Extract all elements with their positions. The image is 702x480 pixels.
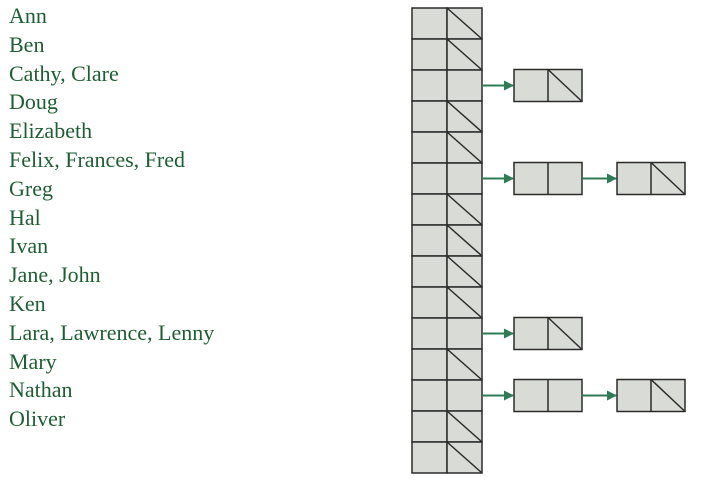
bucket-key-cell	[411, 286, 448, 319]
bucket-key-cell	[411, 441, 448, 474]
chain-node	[513, 316, 583, 351]
chain-nodes	[482, 68, 686, 413]
name-label: Nathan	[9, 377, 73, 403]
bucket-row	[411, 379, 483, 412]
null-pointer-slash	[446, 7, 483, 40]
null-pointer-slash	[446, 131, 483, 164]
bucket-row	[411, 224, 483, 257]
bucket-array	[411, 7, 483, 474]
null-pointer-slash	[650, 161, 686, 196]
bucket-chain	[482, 68, 583, 103]
bucket-key-cell	[411, 162, 448, 195]
bucket-row	[411, 7, 483, 40]
null-pointer-slash	[446, 100, 483, 133]
bucket-key-cell	[411, 38, 448, 71]
bucket-row	[411, 441, 483, 474]
bucket-row	[411, 131, 483, 164]
bucket-key-cell	[411, 193, 448, 226]
null-pointer-slash	[446, 410, 483, 443]
chain-node	[513, 68, 583, 103]
bucket-chain	[482, 161, 686, 196]
bucket-row	[411, 162, 483, 195]
null-pointer-slash	[446, 348, 483, 381]
name-label: Hal	[9, 204, 41, 230]
bucket-row	[411, 286, 483, 319]
null-pointer-slash	[547, 316, 583, 351]
bucket-key-cell	[411, 410, 448, 443]
name-label: Lara, Lawrence, Lenny	[9, 319, 215, 345]
null-pointer-slash	[446, 224, 483, 257]
bucket-pointer-cell	[446, 162, 483, 195]
chain-node	[616, 161, 686, 196]
bucket-key-cell	[411, 255, 448, 288]
name-label: Ann	[9, 3, 47, 28]
bucket-key-cell	[411, 131, 448, 164]
bucket-row	[411, 410, 483, 443]
name-label: Ken	[9, 290, 46, 316]
bucket-chain	[482, 316, 583, 351]
null-pointer-slash	[547, 68, 583, 103]
name-label: Jane, John	[9, 262, 101, 288]
bucket-chain	[482, 378, 686, 413]
name-label: Oliver	[9, 406, 66, 432]
null-pointer-slash	[446, 193, 483, 226]
bucket-key-cell	[411, 100, 448, 133]
name-list: Ann Ben Cathy, Clare Doug Elizabeth Feli…	[9, 2, 214, 434]
bucket-row	[411, 255, 483, 288]
bucket-row	[411, 317, 483, 350]
bucket-key-cell	[411, 224, 448, 257]
chain-node	[513, 378, 583, 413]
name-label: Greg	[9, 175, 53, 201]
bucket-key-cell	[411, 69, 448, 102]
name-label: Elizabeth	[9, 118, 93, 144]
chain-node	[513, 161, 583, 196]
name-label: Felix, Frances, Fred	[9, 146, 185, 172]
null-pointer-slash	[446, 255, 483, 288]
name-label: Cathy, Clare	[9, 60, 119, 86]
chain-node	[616, 378, 686, 413]
null-pointer-slash	[446, 441, 483, 474]
null-pointer-slash	[446, 286, 483, 319]
bucket-pointer-cell	[446, 317, 483, 350]
bucket-key-cell	[411, 348, 448, 381]
bucket-pointer-cell	[446, 379, 483, 412]
name-label: Mary	[9, 348, 57, 374]
bucket-row	[411, 38, 483, 71]
bucket-row	[411, 193, 483, 226]
bucket-key-cell	[411, 7, 448, 40]
bucket-row	[411, 348, 483, 381]
bucket-key-cell	[411, 379, 448, 412]
null-pointer-slash	[650, 378, 686, 413]
name-label: Ben	[9, 31, 45, 57]
bucket-row	[411, 100, 483, 133]
name-label: Ivan	[9, 233, 49, 259]
bucket-pointer-cell	[446, 69, 483, 102]
bucket-key-cell	[411, 317, 448, 350]
name-label: Doug	[9, 89, 58, 115]
null-pointer-slash	[446, 38, 483, 71]
bucket-row	[411, 69, 483, 102]
